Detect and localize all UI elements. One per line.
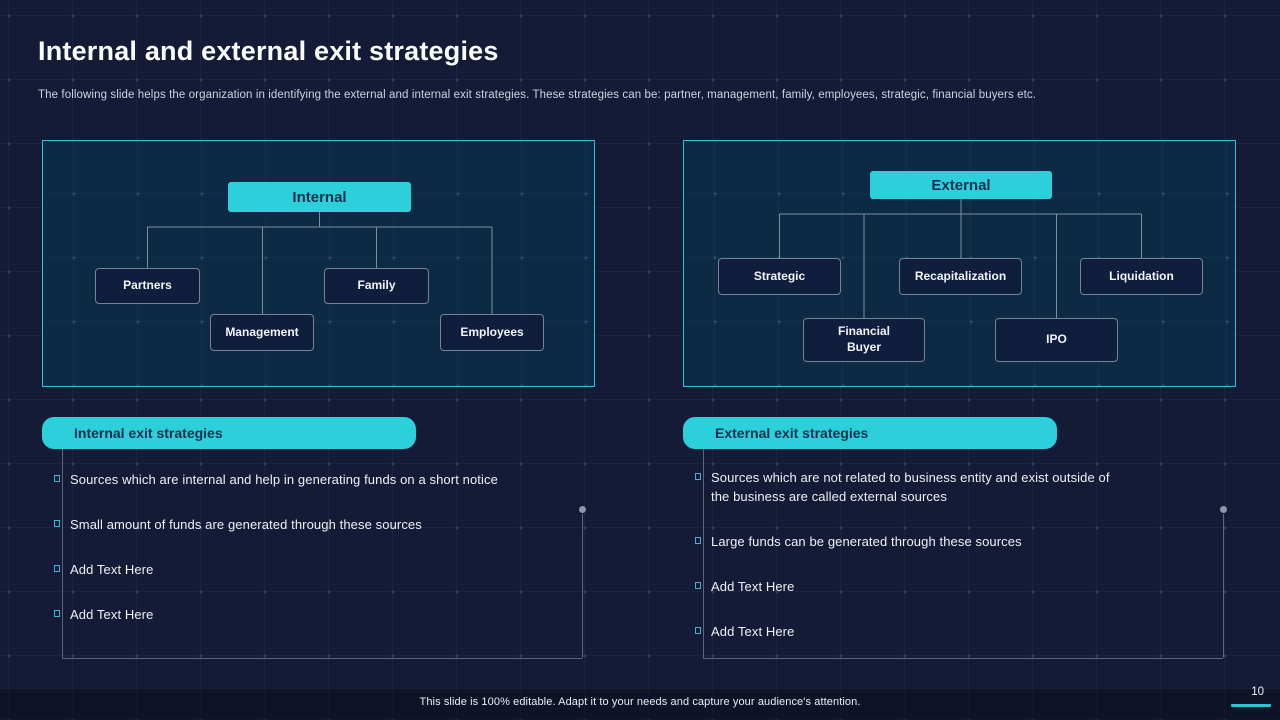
square-bullet-icon bbox=[695, 627, 701, 634]
tree-node-liquidation: Liquidation bbox=[1080, 258, 1203, 295]
node-label: Liquidation bbox=[1109, 268, 1174, 283]
internal-bracket-left-line bbox=[62, 449, 63, 658]
list-item-text: Add Text Here bbox=[70, 562, 154, 577]
list-item-text: Add Text Here bbox=[711, 579, 795, 594]
list-item: Add Text Here bbox=[695, 577, 1120, 596]
square-bullet-icon bbox=[54, 565, 60, 572]
square-bullet-icon bbox=[54, 520, 60, 527]
square-bullet-icon bbox=[695, 537, 701, 544]
connector-dot bbox=[1220, 506, 1227, 513]
list-item-text: Small amount of funds are generated thro… bbox=[70, 517, 422, 532]
footer-band bbox=[0, 688, 1280, 720]
internal-root-label: Internal bbox=[292, 188, 347, 206]
connector-dot bbox=[579, 506, 586, 513]
tree-node-strategic: Strategic bbox=[718, 258, 841, 295]
square-bullet-icon bbox=[695, 582, 701, 589]
tree-node-ipo: IPO bbox=[995, 318, 1118, 362]
page-subtitle: The following slide helps the organizati… bbox=[38, 89, 1037, 101]
tree-node-management: Management bbox=[210, 314, 314, 351]
external-bracket-bottom-line bbox=[703, 658, 1223, 659]
tree-node-recapitalization: Recapitalization bbox=[899, 258, 1022, 295]
list-item: Add Text Here bbox=[695, 622, 1120, 641]
internal-list-heading-banner: Internal exit strategies bbox=[42, 417, 416, 449]
footer-note: This slide is 100% editable. Adapt it to… bbox=[419, 696, 861, 708]
external-bracket-left-line bbox=[703, 449, 704, 658]
node-label: Management bbox=[225, 324, 299, 339]
internal-tree-connectors bbox=[147, 212, 493, 314]
list-item: Add Text Here bbox=[54, 605, 594, 624]
page-title: Internal and external exit strategies bbox=[38, 36, 499, 66]
node-label: Financial Buyer bbox=[837, 324, 890, 354]
tree-node-family: Family bbox=[324, 268, 429, 304]
list-item-text: Large funds can be generated through the… bbox=[711, 534, 1022, 549]
tree-node-partners: Partners bbox=[95, 268, 200, 304]
external-exit-list: Sources which are not related to busines… bbox=[695, 468, 1120, 667]
square-bullet-icon bbox=[695, 473, 701, 480]
page-number-accent-bar bbox=[1231, 704, 1271, 707]
node-label: Strategic bbox=[753, 268, 806, 283]
list-item-text: Sources which are internal and help in g… bbox=[70, 472, 498, 487]
internal-bracket-right-line bbox=[582, 514, 583, 658]
list-item-text: Sources which are not related to busines… bbox=[711, 470, 1110, 504]
square-bullet-icon bbox=[54, 475, 60, 482]
internal-bracket-bottom-line bbox=[62, 658, 582, 659]
page-number: 10 bbox=[1251, 686, 1264, 698]
list-item-text: Add Text Here bbox=[70, 607, 154, 622]
internal-diagram-panel: Internal Partners Management Family Empl… bbox=[42, 140, 595, 387]
list-item-text: Add Text Here bbox=[711, 624, 795, 639]
node-label: IPO bbox=[1046, 332, 1067, 347]
external-list-heading: External exit strategies bbox=[715, 425, 869, 441]
external-root-node: External bbox=[870, 171, 1052, 199]
internal-list-heading: Internal exit strategies bbox=[74, 425, 223, 441]
list-item: Large funds can be generated through the… bbox=[695, 532, 1120, 551]
internal-root-node: Internal bbox=[228, 182, 411, 212]
square-bullet-icon bbox=[54, 610, 60, 617]
internal-exit-list: Sources which are internal and help in g… bbox=[54, 470, 594, 650]
node-label: Recapitalization bbox=[914, 268, 1007, 283]
external-bracket-right-line bbox=[1223, 514, 1224, 658]
tree-node-employees: Employees bbox=[440, 314, 544, 351]
node-label: Family bbox=[357, 278, 396, 293]
list-item: Sources which are internal and help in g… bbox=[54, 470, 594, 489]
node-label: Partners bbox=[123, 278, 172, 293]
list-item: Add Text Here bbox=[54, 560, 594, 579]
list-item: Sources which are not related to busines… bbox=[695, 468, 1120, 506]
external-tree-connectors bbox=[779, 199, 1142, 318]
list-item: Small amount of funds are generated thro… bbox=[54, 515, 594, 534]
tree-node-financial-buyer: Financial Buyer bbox=[803, 318, 925, 362]
external-list-heading-banner: External exit strategies bbox=[683, 417, 1057, 449]
external-diagram-panel: External Strategic Financial Buyer Recap… bbox=[683, 140, 1236, 387]
external-root-label: External bbox=[931, 176, 991, 194]
node-label: Employees bbox=[460, 324, 524, 339]
